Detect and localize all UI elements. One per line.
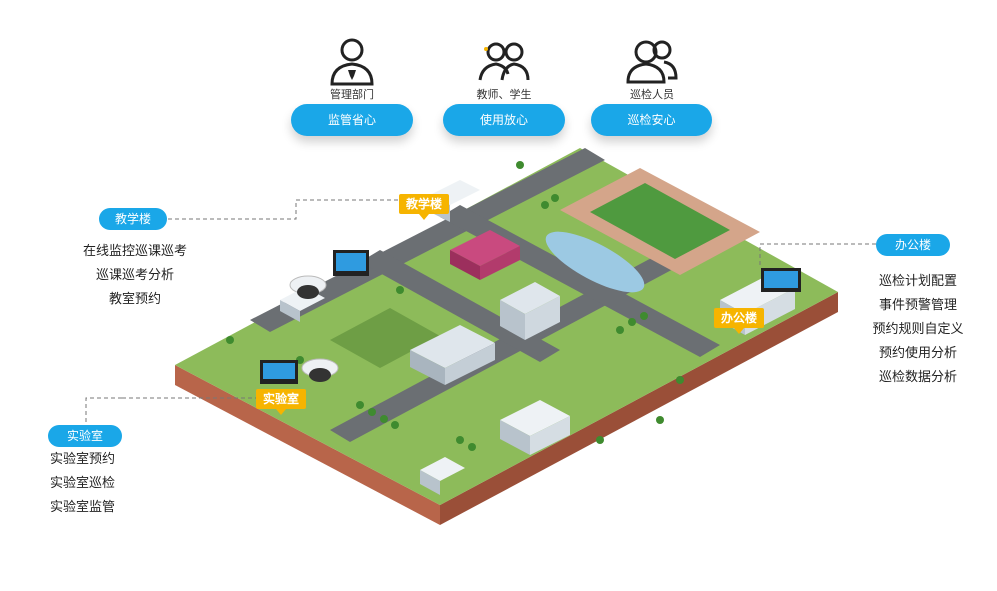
feature-item: 教室预约 [108,292,161,307]
feature-item: 实验室监管 [50,500,116,515]
lawn-pyramid [330,308,440,368]
trees [226,161,684,451]
role-inspector: 巡检人员 [590,36,714,102]
dome-camera-icon [289,275,339,382]
football-pitch [590,183,730,259]
feature-item: 预约使用分析 [878,346,957,361]
lab-feature-list: 实验室预约 实验室巡检 实验室监管 [50,448,130,520]
inspector-group-icon [626,40,678,84]
feature-item: 事件预警管理 [878,298,957,313]
role-caption: 巡检人员 [630,88,674,101]
role-caption: 教师、学生 [476,88,532,101]
pill-inspect[interactable]: 巡检安心 [591,104,712,136]
tag-laboratory[interactable]: 实验室 [48,425,122,447]
feature-item: 实验室巡检 [50,476,116,491]
map-soil-left [175,365,440,525]
feature-item: 在线监控巡课巡考 [82,244,187,259]
feature-item: 巡检计划配置 [878,274,957,289]
office-feature-list: 巡检计划配置 事件预警管理 预约规则自定义 预约使用分析 巡检数据分析 [868,270,968,390]
map-label-office[interactable]: 办公楼 [714,308,765,334]
tag-office-building[interactable]: 办公楼 [876,234,950,256]
monitor-screen-icon [260,250,801,384]
role-caption: 管理部门 [330,88,374,101]
map-soil-right [440,292,838,525]
teacher-student-icon [478,42,530,81]
role-admin: 管理部门 [290,36,414,102]
connector-lines [85,199,876,425]
feature-item: 巡课巡考分析 [95,268,174,283]
feature-item: 预约规则自定义 [872,322,964,337]
map-label-teaching[interactable]: 教学楼 [399,194,450,220]
role-teacher-student: 教师、学生 [442,36,566,102]
feature-item: 实验室预约 [50,452,116,467]
admin-person-icon [330,38,374,86]
tag-teaching-building[interactable]: 教学楼 [99,208,167,230]
road-1 [250,148,605,332]
pond [545,231,645,293]
pill-supervise[interactable]: 监管省心 [291,104,413,136]
teaching-feature-list: 在线监控巡课巡考 巡课巡考分析 教室预约 [80,240,190,312]
pill-use[interactable]: 使用放心 [443,104,565,136]
feature-item: 巡检数据分析 [878,370,957,385]
road-3 [360,250,560,362]
map-label-lab[interactable]: 实验室 [256,389,307,415]
